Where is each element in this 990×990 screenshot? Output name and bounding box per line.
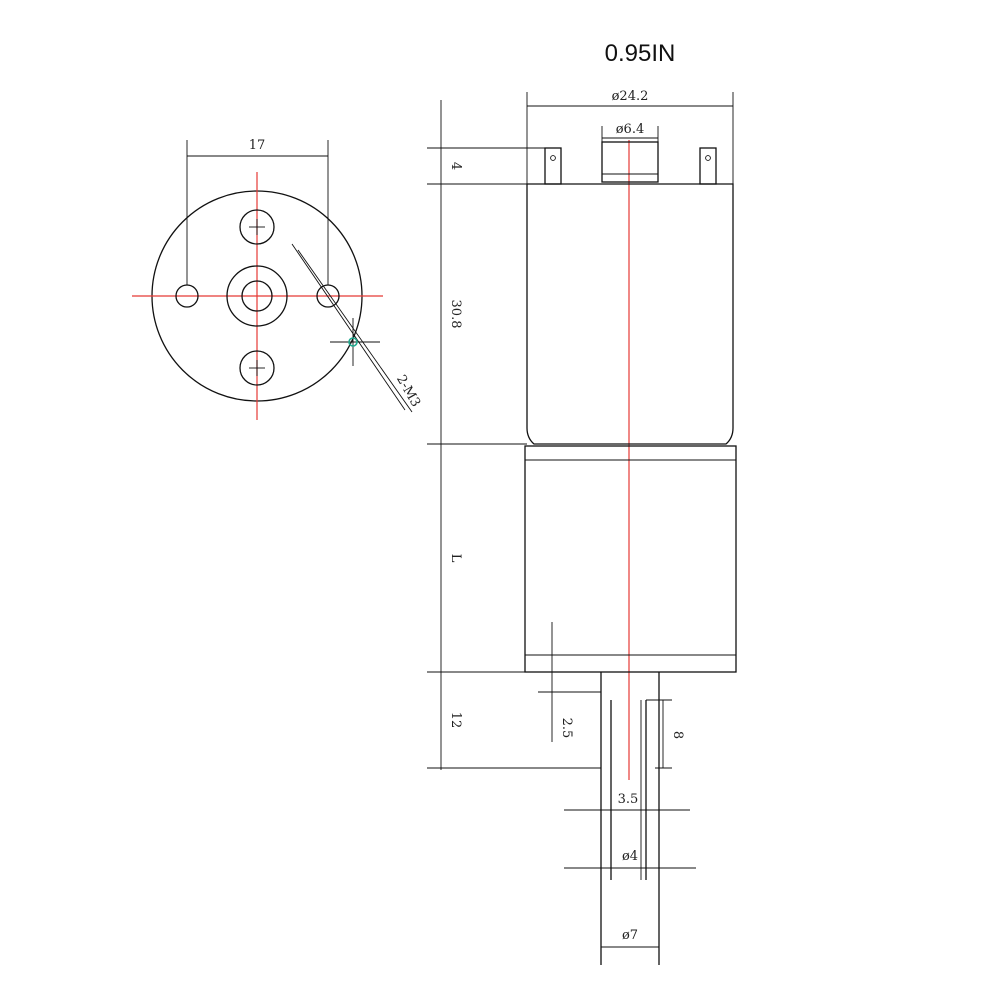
gearbox-length-label: L [448,554,463,563]
terminal-hole [705,155,711,161]
terminal-left [544,147,562,185]
shaft-length-label: 12 [448,712,463,729]
motor-length-label: 30.8 [448,300,463,329]
shaft-boss-inner [241,280,273,312]
end-view: 17 2-M3 [132,138,423,420]
side-view: ø24.2 ø6.4 4 30.8 L 12 2.5 8 3.5 ø4 [427,89,737,965]
drawing-title: 0.95IN [604,40,676,67]
thread-leader-line [291,243,406,411]
thread-leader-line [297,249,413,413]
terminal-height-label: 4 [448,162,463,170]
boss-height-label: 2.5 [559,718,574,739]
terminal-right [699,147,717,185]
boss-diameter-label: ø6.4 [616,122,645,137]
mount-hole-bottom [239,350,275,386]
mount-hole-top [239,209,275,245]
flat-width-label: 3.5 [618,792,639,807]
leader-marker [348,337,358,347]
flat-length-label: 8 [670,731,685,739]
shaft-boss-outer [226,265,288,327]
shaft-diameter-label: ø4 [622,849,638,864]
terminal-hole [550,155,556,161]
top-boss [601,141,659,183]
gearbox-body [524,445,737,673]
pitch-dimension-label: 17 [249,138,266,153]
motor-can [526,183,734,445]
body-diameter-label: ø24.2 [612,89,649,104]
collar-diameter-label: ø7 [622,928,638,943]
